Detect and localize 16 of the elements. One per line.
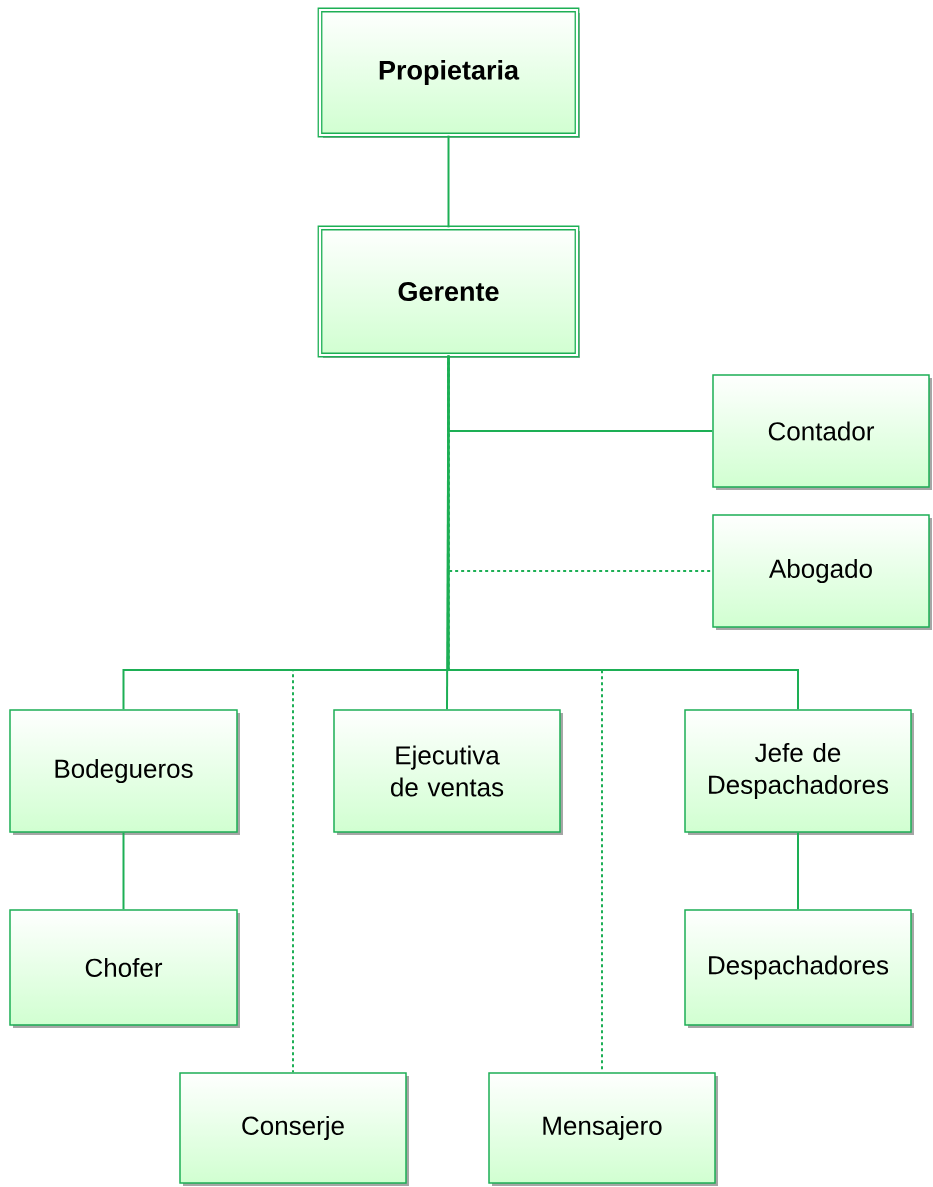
role-box: Ejecutiva de ventas: [333, 709, 563, 835]
title-box: Gerente: [317, 225, 580, 358]
connector-line: [122, 831, 125, 911]
role-box: Bodegueros: [9, 709, 240, 835]
role-box: Abogado: [712, 514, 932, 630]
role-box: Mensajero: [488, 1072, 718, 1186]
title-box: Propietaria: [317, 7, 580, 138]
role-box: Jefe de Despachadores: [684, 709, 914, 835]
connector-line: [446, 354, 450, 711]
role-box: Contador: [712, 374, 932, 490]
role-box: Chofer: [9, 909, 240, 1028]
connector-line: [447, 134, 450, 229]
role-box: Despachadores: [684, 909, 914, 1028]
connector-line: [797, 831, 799, 911]
connector-line: [447, 354, 799, 711]
role-box: Conserje: [179, 1072, 409, 1186]
